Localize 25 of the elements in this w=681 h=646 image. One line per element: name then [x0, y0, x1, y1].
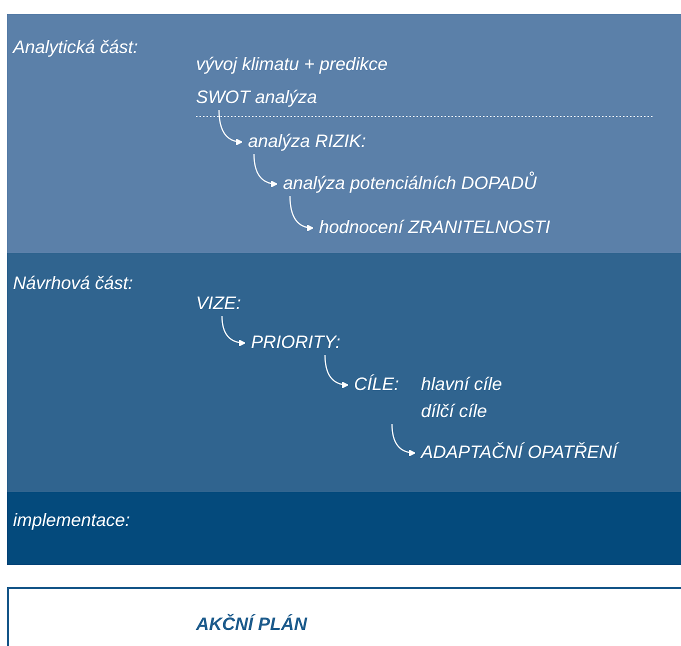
step-text: SWOT analýza — [196, 86, 318, 108]
section-heading: Návrhová část: — [13, 272, 134, 294]
curved-arrow — [289, 196, 314, 232]
section-heading: Analytická část: — [13, 36, 138, 58]
plan-title: AKČNÍ PLÁN — [196, 613, 307, 635]
curved-arrow — [324, 354, 348, 388]
step-text: analýza RIZIK: — [248, 130, 366, 152]
step-text: analýza potenciálních DOPADŮ — [283, 172, 537, 194]
sub-item-text: dílčí cíle — [421, 400, 488, 422]
curved-arrow — [218, 110, 242, 146]
sub-item-text: hlavní cíle — [421, 373, 502, 395]
step-text: vývoj klimatu + predikce — [196, 53, 388, 75]
section-band — [7, 253, 681, 492]
curved-arrow — [221, 316, 246, 346]
step-text: VIZE: — [196, 292, 242, 314]
section-band — [7, 14, 681, 253]
curved-arrow — [253, 154, 278, 188]
curved-arrow — [391, 424, 416, 456]
step-text: PRIORITY: — [251, 331, 340, 353]
step-text: hodnocení ZRANITELNOSTI — [319, 216, 550, 238]
step-text: CÍLE: — [354, 373, 400, 395]
section-heading: implementace: — [13, 509, 130, 531]
plan-box — [7, 587, 681, 646]
step-text: ADAPTAČNÍ OPATŘENÍ — [421, 441, 618, 463]
section-band — [7, 492, 681, 565]
